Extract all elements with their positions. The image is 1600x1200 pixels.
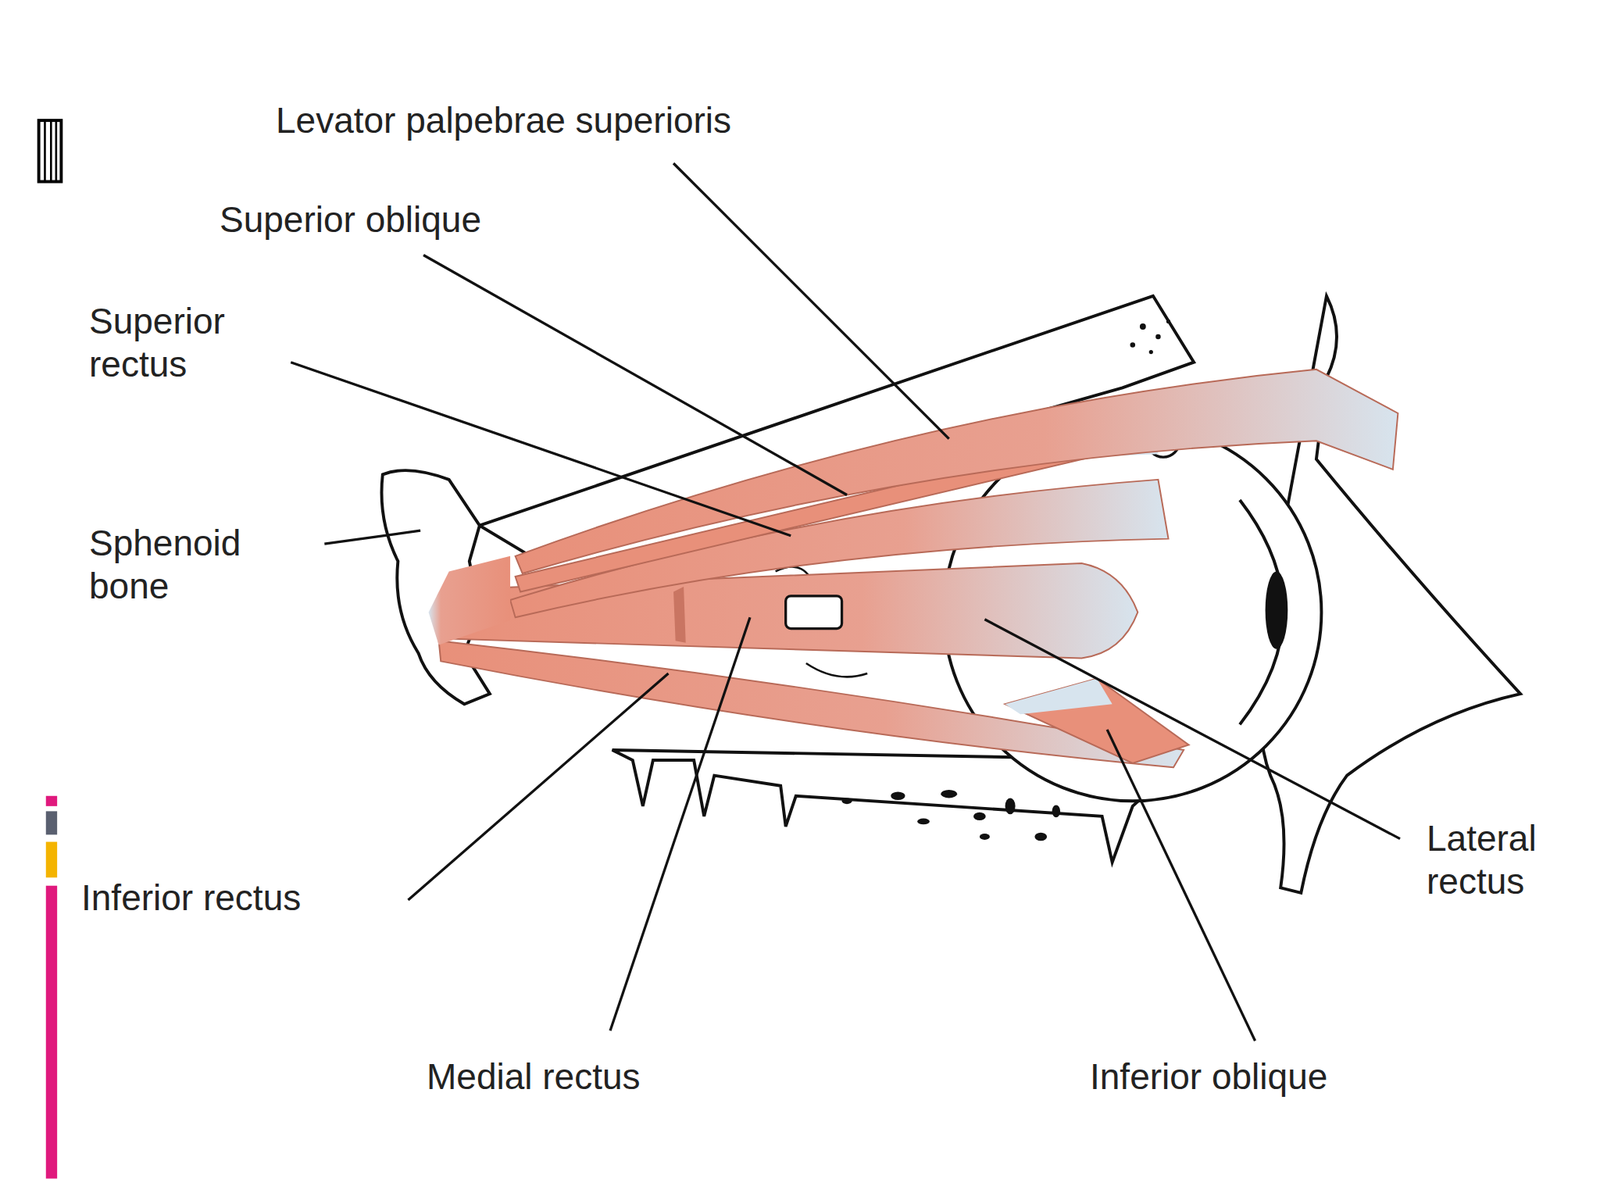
accent-bar [46, 810, 58, 835]
leader-line [324, 530, 421, 544]
bone-pore [940, 789, 958, 798]
bone-pore [917, 818, 930, 825]
bone-pore [1166, 319, 1171, 324]
part-label: Inferior rectus [81, 876, 472, 920]
bone-pore [1155, 334, 1161, 340]
muscle-cut [673, 586, 686, 643]
slide-icon-line [43, 120, 47, 182]
leader-line [407, 673, 668, 900]
bone-pore [1130, 342, 1136, 348]
bone-pore [1149, 350, 1154, 354]
leader-line [984, 619, 1400, 840]
bone-pores [842, 789, 1061, 841]
bone-pore [1052, 805, 1061, 818]
accent-bar [46, 842, 58, 879]
part-label: Superior rectus [89, 300, 285, 386]
roof-pores [1130, 319, 1172, 354]
part-label: Levator palpebrae superioris [275, 99, 979, 143]
accent-bar [46, 885, 58, 1179]
inferior-oblique-muscle [1005, 678, 1190, 764]
levator-muscle [515, 369, 1399, 574]
leader-line [610, 617, 750, 1031]
leader-line [673, 163, 950, 440]
inferior-rectus-muscle [439, 640, 1184, 768]
part-label: Superior oblique [219, 198, 689, 242]
bone-pore [890, 792, 905, 800]
bone-pore [979, 833, 990, 840]
accent-bar [46, 796, 58, 807]
bone-pore [1139, 323, 1147, 330]
bone-pore [1034, 832, 1047, 841]
part-label: Inferior oblique [1089, 1055, 1481, 1099]
leader-line [1107, 729, 1255, 1041]
slide-icon-line [50, 120, 53, 182]
slide-icon [39, 120, 62, 182]
part-label: Medial rectus [426, 1055, 818, 1099]
muscle-window [785, 596, 843, 629]
pupil [1265, 571, 1289, 649]
inferior-oblique-tendon [1005, 678, 1113, 715]
bone-pore [973, 812, 986, 821]
common-tendinous-ring [428, 556, 511, 646]
bone-pore [1005, 797, 1016, 815]
part-label: Lateral rectus [1426, 817, 1583, 904]
slide-icon-line [55, 120, 58, 182]
bone-pore [842, 797, 853, 804]
leader-line [290, 362, 791, 536]
leader-lines [290, 163, 1400, 1041]
part-label: Sphenoid bone [89, 521, 285, 608]
leader-line [423, 255, 847, 496]
